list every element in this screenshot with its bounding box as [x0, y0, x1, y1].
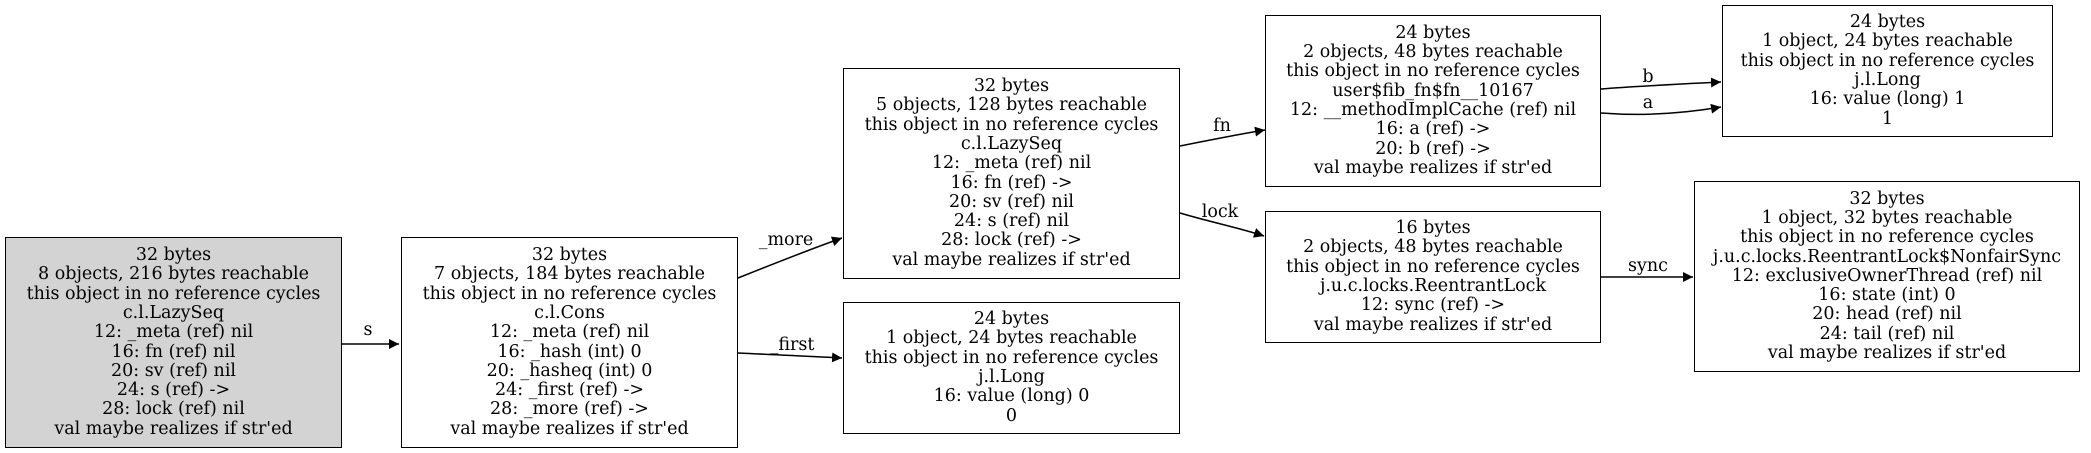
- node-line: 24: tail (ref) nil: [1819, 323, 1955, 344]
- node-line: this object in no reference cycles: [864, 114, 1159, 135]
- node-line: j.l.Long: [1854, 70, 1921, 90]
- node-line: this object in no reference cycles: [422, 283, 717, 304]
- edge-label: fn: [1213, 116, 1231, 136]
- edge-n3-n5-fn: [1179, 126, 1266, 147]
- node-line: 24 bytes: [1395, 22, 1471, 43]
- node-line: 12: _meta (ref) nil: [93, 322, 254, 343]
- edge-label: sync: [1628, 256, 1668, 276]
- node-line: 8 objects, 216 bytes reachable: [38, 264, 309, 285]
- edge-label: _more: [759, 230, 814, 250]
- node-line: val maybe realizes if str'ed: [1313, 157, 1553, 178]
- node-line: 20: _hasheq (int) 0: [486, 360, 653, 381]
- node-line: this object in no reference cycles: [864, 347, 1159, 368]
- node-line: 1 object, 24 bytes reachable: [1762, 31, 2013, 52]
- node-line: 32 bytes: [1849, 188, 1925, 209]
- node-line: j.u.c.locks.ReentrantLock: [1319, 276, 1547, 296]
- node-line: 20: sv (ref) nil: [110, 360, 237, 381]
- node-line: 24: s (ref) nil: [953, 211, 1070, 232]
- edge-n5-n7-b: [1600, 77, 1722, 90]
- node-line: 16: state (int) 0: [1818, 285, 1956, 306]
- node-line: 24 bytes: [1849, 12, 1926, 33]
- node-line: 16: value (long) 1: [1809, 89, 1966, 110]
- node-line: 2 objects, 48 bytes reachable: [1303, 237, 1563, 258]
- node-line: 16: fn (ref) nil: [111, 341, 236, 362]
- node-line: 32 bytes: [531, 245, 608, 266]
- node-line: val maybe realizes if str'ed: [450, 418, 689, 439]
- node-line: this object in no reference cycles: [1740, 50, 2035, 71]
- node-line: 16: a (ref) ->: [1375, 119, 1491, 140]
- node-line: 0: [1005, 405, 1018, 426]
- node-line: 12: _meta (ref) nil: [489, 322, 650, 343]
- edge-group: s _more _first fn lock ba sync: [342, 67, 1722, 363]
- node-line: 1: [1881, 108, 1894, 129]
- node-line: 12: sync (ref) ->: [1360, 295, 1506, 316]
- node-line: 12: __methodImplCache (ref) nil: [1289, 100, 1577, 120]
- node-line: this object in no reference cycles: [1286, 61, 1580, 82]
- node-line: 1 object, 24 bytes reachable: [886, 328, 1137, 349]
- node-line: 2 objects, 48 bytes reachable: [1303, 42, 1563, 63]
- node-line: this object in no reference cycles: [1286, 256, 1580, 277]
- node-line: 7 objects, 184 bytes reachable: [434, 264, 705, 285]
- node-line: 1 object, 32 bytes reachable: [1761, 207, 2013, 228]
- node-line: 28: lock (ref) nil: [102, 399, 245, 420]
- edge-label: a: [1643, 93, 1653, 113]
- node-line: 32 bytes: [973, 76, 1050, 97]
- node-line: 5 objects, 128 bytes reachable: [876, 95, 1147, 116]
- node-line: user$fib_fn$fn__10167: [1332, 80, 1534, 101]
- node-line: 20: head (ref) nil: [1812, 304, 1962, 325]
- node-line: val maybe realizes if str'ed: [1313, 314, 1553, 335]
- node-line: 16: value (long) 0: [933, 386, 1090, 407]
- node-line: 24 bytes: [973, 309, 1050, 330]
- node-line: 16 bytes: [1395, 218, 1471, 239]
- node-line: 16: fn (ref) ->: [950, 172, 1073, 193]
- edge-n2-n4-_first: [737, 352, 843, 363]
- edge-label: s: [364, 320, 373, 340]
- node-line: 12: exclusiveOwnerThread (ref) nil: [1731, 265, 2043, 286]
- node-line: this object in no reference cycles: [26, 283, 321, 304]
- node-line: 32 bytes: [135, 245, 212, 266]
- node-line: 20: b (ref) ->: [1375, 138, 1491, 159]
- node-line: c.l.LazySeq: [960, 133, 1063, 154]
- edge-n5-n7-a: [1600, 103, 1722, 116]
- edge-n2-n3-_more: [737, 236, 843, 279]
- node-line: 28: lock (ref) ->: [941, 230, 1082, 251]
- node-line: val maybe realizes if str'ed: [892, 249, 1131, 270]
- node-line: 24: s (ref) ->: [116, 380, 231, 401]
- node-line: val maybe realizes if str'ed: [1767, 343, 2007, 364]
- node-line: 24: _first (ref) ->: [494, 380, 645, 401]
- node-line: 12: _meta (ref) nil: [931, 153, 1092, 174]
- node-line: 16: _hash (int) 0: [497, 341, 642, 362]
- edge-label: _first: [770, 335, 815, 355]
- node-line: 28: _more (ref) ->: [490, 399, 649, 420]
- node-line: c.l.Cons: [534, 302, 605, 323]
- edge-label: lock: [1202, 202, 1239, 222]
- node-line: j.l.Long: [978, 367, 1045, 387]
- node-line: c.l.LazySeq: [122, 302, 225, 323]
- edge-label: b: [1642, 67, 1653, 87]
- node-line: 20: sv (ref) nil: [948, 191, 1075, 212]
- edge-n3-n6-lock: [1179, 212, 1265, 238]
- node-line: j.u.c.locks.ReentrantLock$NonfairSync: [1712, 246, 2062, 267]
- node-line: this object in no reference cycles: [1740, 227, 2034, 248]
- node-line: val maybe realizes if str'ed: [54, 418, 293, 439]
